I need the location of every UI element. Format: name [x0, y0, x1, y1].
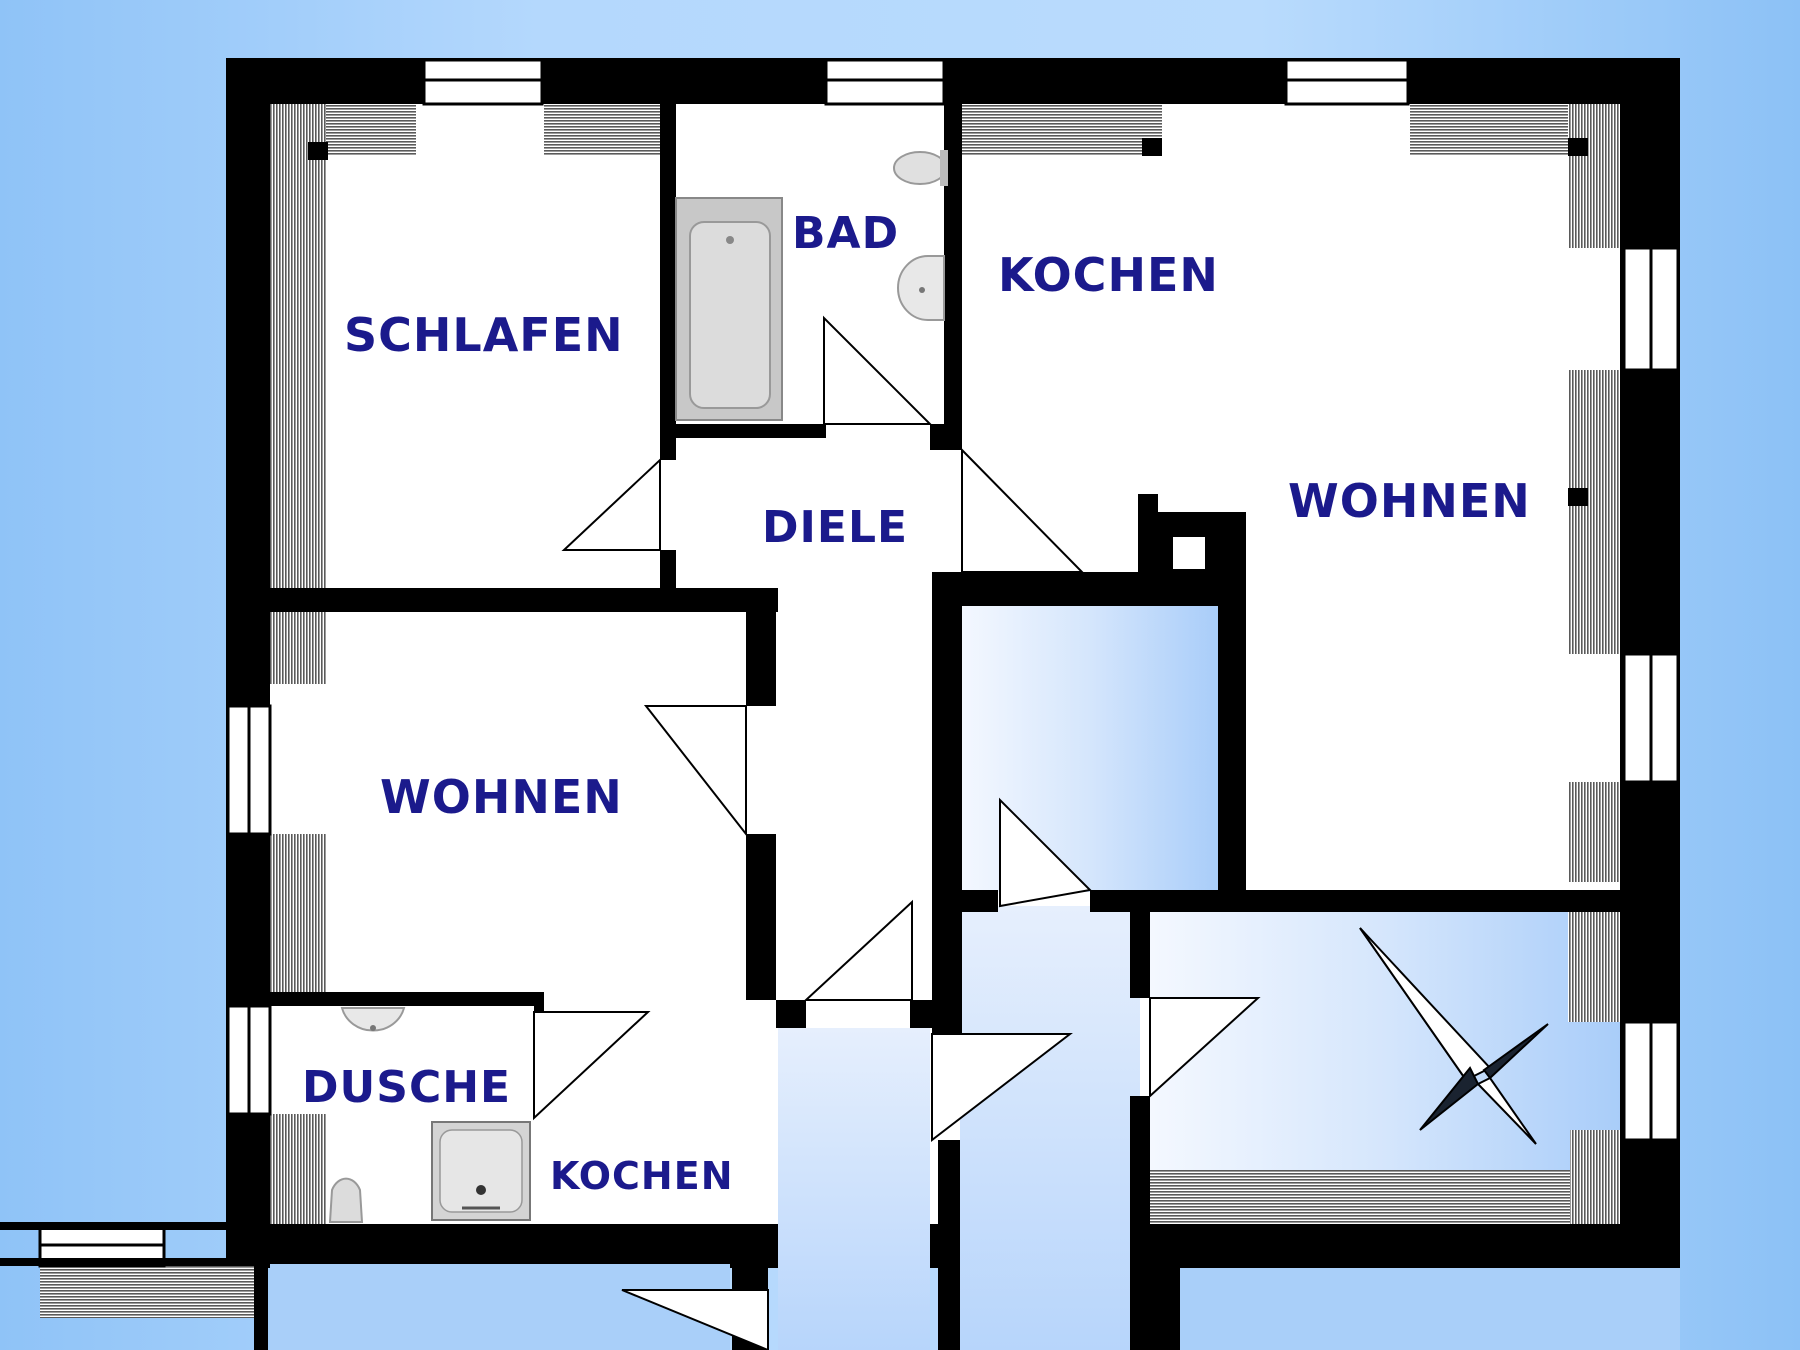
shower-tray-icon — [431, 1121, 531, 1221]
room-label-kochen-top: KOCHEN — [998, 248, 1219, 302]
room-label-wohnen-right: WOHNEN — [1288, 474, 1531, 528]
doors — [533, 315, 1261, 1350]
room-label-kochen-bottom: KOCHEN — [550, 1154, 734, 1198]
windows — [38, 58, 1680, 1268]
stairwell-area — [960, 606, 1218, 892]
room-label-bad: BAD — [792, 208, 900, 259]
washbasin-icon — [897, 255, 945, 321]
bathtub-icon — [675, 197, 783, 421]
room-label-dusche: DUSCHE — [302, 1062, 512, 1113]
room-label-diele: DIELE — [762, 502, 909, 553]
interior-walls — [254, 104, 1620, 1350]
compass-icon — [1359, 927, 1549, 1145]
room-label-wohnen-left: WOHNEN — [380, 770, 623, 824]
room-label-schlafen: SCHLAFEN — [344, 308, 624, 362]
toilet-icon — [893, 150, 948, 186]
